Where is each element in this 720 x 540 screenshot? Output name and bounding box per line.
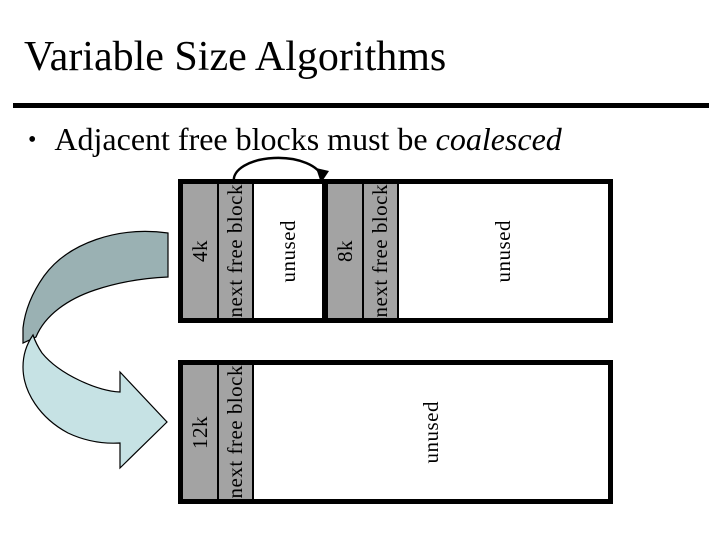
unused-label: unused [275,219,300,283]
next-free-block-label: next free block [223,184,247,318]
next-free-block-cell: next free block [219,184,254,318]
bullet-text-regular: Adjacent free blocks must be [54,121,436,157]
block-divider [322,184,328,318]
unused-cell: unused [399,184,608,318]
page-title: Variable Size Algorithms [24,34,447,80]
block-size-cell: 12k [183,365,219,499]
bullet-text-emphasis: coalesced [435,121,562,157]
block-size-cell: 4k [183,184,219,318]
unused-cell: unused [254,184,322,318]
bullet-marker: • [28,127,37,153]
bullet-text: Adjacent free blocks must be coalesced [54,121,561,158]
title-divider [13,103,709,108]
next-free-block-cell: next free block [364,184,399,318]
unused-label: unused [418,400,443,464]
block-size-label: 12k [187,415,212,449]
next-free-block-label: next free block [368,184,392,318]
memory-row-top: 4k next free block unused 8k next free b… [178,179,613,323]
unused-label: unused [491,219,515,283]
coalesce-arrow-lower-band-icon [22,333,168,470]
next-free-block-label: next free block [223,365,247,499]
unused-cell: unused [254,365,608,499]
bullet-line: • Adjacent free blocks must be coalesced [28,121,562,158]
block-size-label: 8k [332,240,357,262]
next-free-block-cell: next free block [219,365,254,499]
coalesce-arrow-upper-band-icon [22,230,169,344]
block-size-cell: 8k [328,184,364,318]
memory-row-bottom: 12k next free block unused [178,360,613,504]
block-size-label: 4k [187,240,212,262]
